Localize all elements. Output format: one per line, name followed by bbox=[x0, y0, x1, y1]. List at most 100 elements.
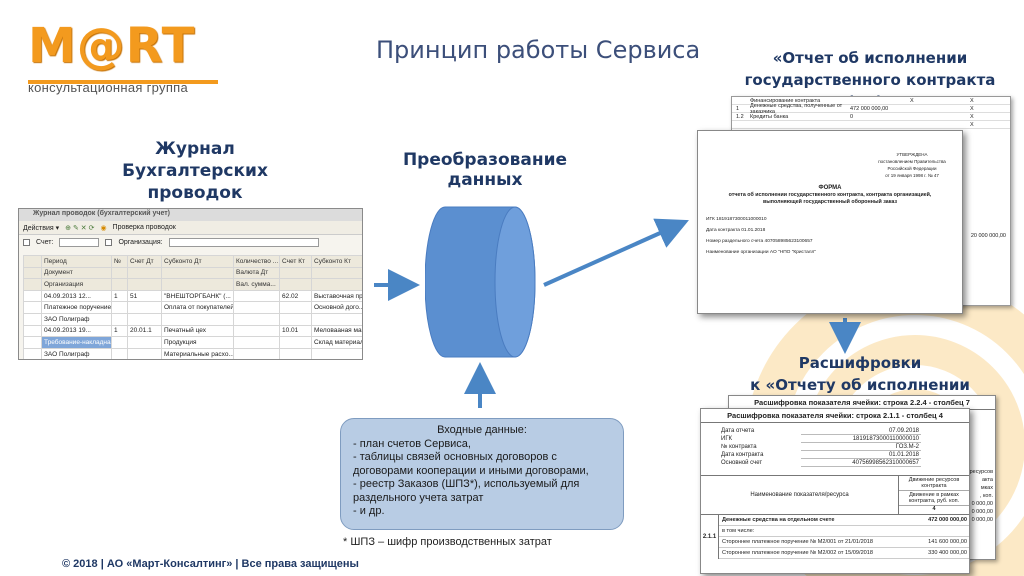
table-cell bbox=[23, 336, 42, 349]
table-cell: 51 bbox=[127, 289, 162, 303]
table-header-cell: Субконто Дт bbox=[161, 255, 234, 268]
table-cell: ЗАО Полиграф bbox=[41, 347, 112, 359]
check-entries-button[interactable]: Проверка проводок bbox=[112, 224, 176, 231]
table-cell bbox=[233, 301, 280, 314]
table-cell bbox=[279, 336, 312, 349]
decode-sheet-front: Расшифровка показателя ячейки: строка 2.… bbox=[700, 408, 970, 574]
approval-stamp: УТВЕРЖДЕНА постановлением Правительства … bbox=[872, 151, 952, 179]
approval-line: от 19 января 1998 г. № 47 bbox=[885, 173, 939, 178]
table-cell bbox=[311, 312, 362, 326]
col-move-header: Движение ресурсов контракта bbox=[899, 476, 969, 491]
table-cell bbox=[23, 312, 42, 326]
decode-front-title: Расшифровка показателя ячейки: строка 2.… bbox=[701, 409, 969, 423]
decode-field: Дата отчета 07.09.2018 bbox=[701, 427, 969, 435]
table-cell: 20.01.1 bbox=[127, 324, 162, 338]
account-checkbox[interactable] bbox=[23, 238, 30, 246]
journal-heading: Журнал Бухгалтерских проводок bbox=[110, 138, 280, 204]
table-cell: Продукция bbox=[161, 336, 234, 349]
approval-line: Российской Федерации bbox=[887, 166, 937, 171]
decode-back-fragment: 0 000,00 bbox=[971, 501, 993, 507]
table-header-cell: Период bbox=[41, 255, 112, 268]
decode-field-label: ИГК bbox=[721, 436, 733, 442]
decode-field-value: 01.01.2018 bbox=[801, 451, 921, 459]
journal-heading-line: Бухгалтерских bbox=[122, 161, 268, 181]
table-row[interactable]: ЗАО Полиграф Материальные расхо... bbox=[23, 347, 362, 359]
table-cell bbox=[127, 301, 162, 314]
decode-row-value: 141 600 000,00 bbox=[928, 539, 967, 545]
decode-field-label: Основной счет bbox=[721, 460, 763, 466]
decode-field-value: 07.09.2018 bbox=[801, 427, 921, 435]
decode-row: в том числе: bbox=[719, 526, 969, 537]
report-cell: 1.2 bbox=[736, 113, 744, 120]
footnote: * ШПЗ – шифр производственных затрат bbox=[343, 536, 552, 548]
decode-field-label: Дата отчета bbox=[721, 428, 755, 434]
decode-back-fragment: акта bbox=[981, 477, 993, 483]
table-cell bbox=[279, 312, 312, 326]
decode-back-fragment: ресурсов bbox=[969, 469, 993, 475]
decode-back-fragment: 0 000,00 bbox=[971, 517, 993, 523]
report-field: Наименование организации АО "НПО "Криста… bbox=[706, 250, 817, 255]
input-data-line: - и др. bbox=[353, 505, 385, 517]
transform-heading-line: Преобразование bbox=[402, 150, 568, 170]
table-cell bbox=[23, 324, 42, 338]
report-cell: 472 000 000,00 bbox=[850, 105, 889, 112]
help-icon[interactable]: ◉ bbox=[100, 224, 107, 232]
decode-heading-line: Расшифровки bbox=[798, 354, 922, 372]
decode-field-value: ГОЗ.М-2 bbox=[801, 443, 921, 451]
table-cell: 62.02 bbox=[279, 289, 312, 303]
decode-row: Стороннее платежное поручение № М2/001 о… bbox=[719, 537, 969, 548]
table-cell bbox=[111, 336, 128, 349]
table-cell: Требование-накладная 0... bbox=[41, 336, 112, 349]
decode-back-fragment: , коп. bbox=[979, 493, 993, 499]
table-cell bbox=[279, 347, 312, 359]
journal-window-title: Журнал проводок (бухгалтерский учет) bbox=[19, 209, 362, 221]
table-row[interactable]: ЗАО Полиграф bbox=[23, 312, 362, 326]
table-cell: Платежное поручение вхо... bbox=[41, 301, 112, 314]
table-cell bbox=[233, 347, 280, 359]
table-header-cell bbox=[111, 266, 128, 280]
input-data-line: договорами кооперации и иными договорами… bbox=[353, 464, 589, 477]
actions-menu[interactable]: Действия ▾ bbox=[23, 224, 60, 232]
decode-field-label: № контракта bbox=[721, 444, 757, 450]
report-field: ИГК 1819187300011000010 bbox=[706, 217, 767, 222]
company-logo: M@RT консультационная группа bbox=[28, 20, 218, 95]
org-filter-label: Организация: bbox=[118, 238, 163, 246]
org-filter-input[interactable] bbox=[168, 237, 319, 247]
table-cell: ЗАО Полиграф bbox=[41, 312, 112, 326]
table-cell: 04.09.2013 12... bbox=[41, 289, 112, 303]
approval-line: УТВЕРЖДЕНА bbox=[896, 152, 928, 157]
journal-heading-line: проводок bbox=[147, 183, 243, 203]
table-cell: Склад материал... bbox=[311, 336, 362, 349]
table-row[interactable]: Платежное поручение вхо...Оплата от поку… bbox=[23, 301, 362, 314]
table-cell bbox=[311, 347, 362, 359]
account-filter-input[interactable] bbox=[59, 237, 100, 247]
account-filter-label: Счет: bbox=[36, 238, 54, 246]
org-checkbox[interactable] bbox=[105, 238, 113, 246]
table-header-cell bbox=[127, 266, 162, 280]
table-header-cell: Валюта Дт bbox=[233, 266, 280, 280]
table-header-cell: № bbox=[111, 255, 128, 268]
input-data-line: - таблицы связей основных договоров с bbox=[353, 451, 557, 463]
table-row[interactable]: Требование-накладная 0... Продукция Склад … bbox=[23, 336, 362, 349]
decode-back-fragment: мках bbox=[980, 485, 993, 491]
table-cell bbox=[23, 301, 42, 314]
report-cell: Денежные средства, полученные от заказчи… bbox=[750, 102, 843, 115]
report-sheet-front: УТВЕРЖДЕНА постановлением Правительства … bbox=[697, 130, 963, 314]
table-header-cell bbox=[111, 278, 128, 291]
report-cell: X bbox=[970, 97, 974, 104]
decode-row-value: 472 000 000,00 bbox=[928, 517, 967, 523]
table-header-cell bbox=[279, 278, 312, 291]
table-cell bbox=[23, 289, 42, 303]
table-cell bbox=[23, 347, 42, 359]
journal-toolbar: Действия ▾ ⊕ ✎ ✕ ⟳ ◉ Проверка проводок bbox=[19, 221, 362, 235]
col-move-sub-header: Движение в рамках контракта, руб. коп. bbox=[899, 491, 969, 506]
table-cell bbox=[233, 336, 280, 349]
table-cell: Материальные расхо... bbox=[161, 347, 234, 359]
report-cell: 0 bbox=[850, 113, 854, 120]
table-header-cell: Документ bbox=[41, 266, 112, 280]
